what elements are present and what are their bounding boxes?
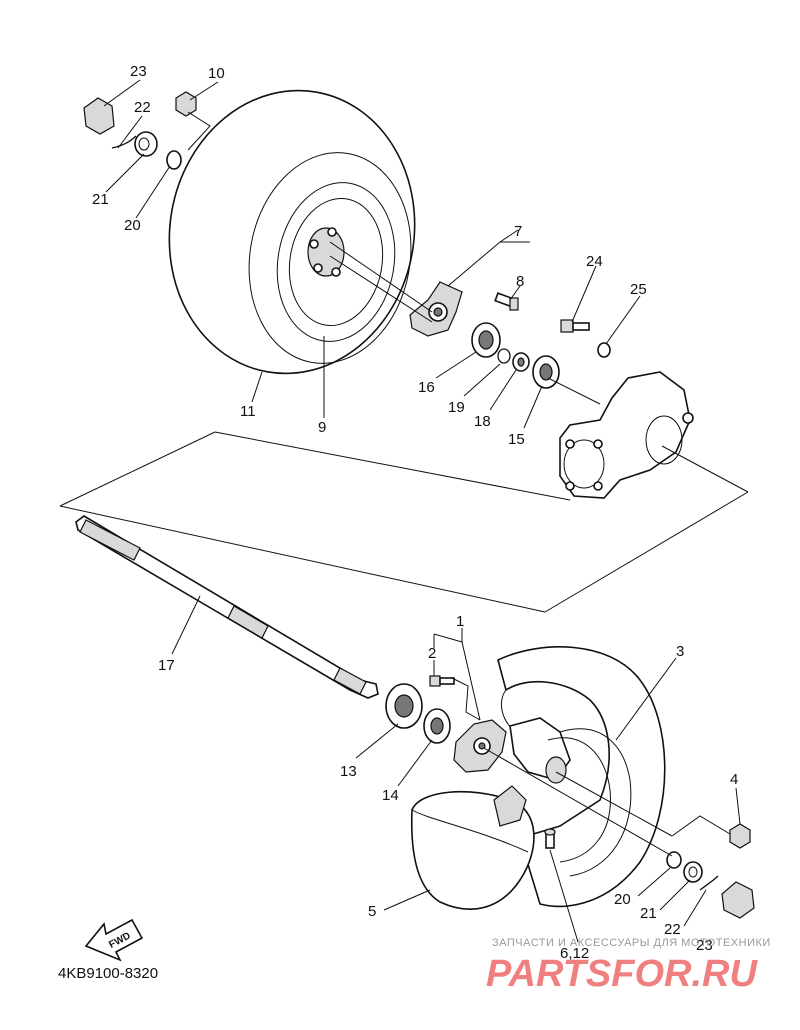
top-wheel-rim-9 — [276, 182, 396, 342]
rim-half-3 — [509, 717, 632, 877]
washer-20-bottom — [666, 851, 682, 869]
bottom-reference-lines — [433, 633, 731, 857]
callout-23-top: 23 — [130, 63, 147, 80]
axle-nut-cap-23-bottom — [721, 881, 755, 919]
watermark-subtitle: ЗАПЧАСТИ И АКСЕССУАРЫ ДЛЯ МОТОТЕХНИКИ — [492, 937, 771, 949]
callout-23-bottom: 23 — [696, 937, 713, 954]
bolt-8 — [494, 292, 519, 311]
bolt-24 — [560, 319, 590, 333]
callout-2: 2 — [428, 645, 436, 662]
callout-3: 3 — [676, 643, 684, 660]
valve-stud-6-12 — [544, 828, 556, 849]
bearing-15 — [532, 355, 560, 389]
callout-7: 7 — [514, 223, 522, 240]
callout-21-bottom: 21 — [640, 905, 657, 922]
washer-25 — [597, 342, 611, 358]
leader-lines — [103, 79, 741, 943]
callout-labels: 23 10 22 21 20 7 8 24 25 16 19 18 15 11 … — [92, 63, 738, 962]
callout-1: 1 — [456, 613, 464, 630]
bottom-hub-1 — [453, 719, 507, 773]
callout-16: 16 — [418, 379, 435, 396]
fwd-arrow: FWD — [84, 918, 144, 962]
bearing-13 — [385, 683, 423, 729]
nut-21-top — [134, 131, 158, 157]
circlip-19 — [497, 348, 511, 364]
callout-8: 8 — [516, 273, 524, 290]
callout-10: 10 — [208, 65, 225, 82]
rear-axle-17 — [75, 515, 379, 699]
callout-5: 5 — [368, 903, 376, 920]
callout-4: 4 — [730, 771, 738, 788]
callout-6-12: 6,12 — [560, 945, 589, 962]
callout-20-bottom: 20 — [614, 891, 631, 908]
final-gear-case — [559, 371, 694, 499]
top-hub-7 — [409, 281, 463, 337]
callout-24: 24 — [586, 253, 603, 270]
seal-14 — [423, 708, 451, 744]
callout-22-bottom: 22 — [664, 921, 681, 938]
callout-19: 19 — [448, 399, 465, 416]
nut-21-bottom — [683, 861, 703, 883]
rim-half-5 — [410, 785, 535, 910]
callout-20-top: 20 — [124, 217, 141, 234]
nut-4 — [729, 823, 751, 849]
callout-22-top: 22 — [134, 99, 151, 116]
axle-nut-cap-23-top — [83, 97, 115, 135]
callout-13: 13 — [340, 763, 357, 780]
nut-10 — [175, 91, 197, 117]
watermark: ЗАПЧАСТИ И АКСЕССУАРЫ ДЛЯ МОТОТЕХНИКИ PA… — [486, 937, 771, 995]
callout-17: 17 — [158, 657, 175, 674]
callout-21-top: 21 — [92, 191, 109, 208]
callout-14: 14 — [382, 787, 399, 804]
callout-15: 15 — [508, 431, 525, 448]
bolt-2 — [429, 675, 455, 687]
callout-18: 18 — [474, 413, 491, 430]
watermark-brand: PARTSFOR.RU — [486, 953, 758, 995]
bearing-16 — [471, 322, 501, 358]
diagram-code: 4KB9100-8320 — [58, 965, 158, 982]
top-reference-lines — [59, 111, 749, 613]
top-wheel-tire-11 — [168, 89, 416, 375]
callout-11: 11 — [240, 403, 256, 420]
spacer-18 — [512, 352, 530, 372]
cotter-pin-22-top — [111, 135, 137, 149]
washer-20-top — [166, 150, 182, 170]
cotter-pin-22-bottom — [699, 875, 719, 891]
callout-25: 25 — [630, 281, 647, 298]
callout-9: 9 — [318, 419, 326, 436]
